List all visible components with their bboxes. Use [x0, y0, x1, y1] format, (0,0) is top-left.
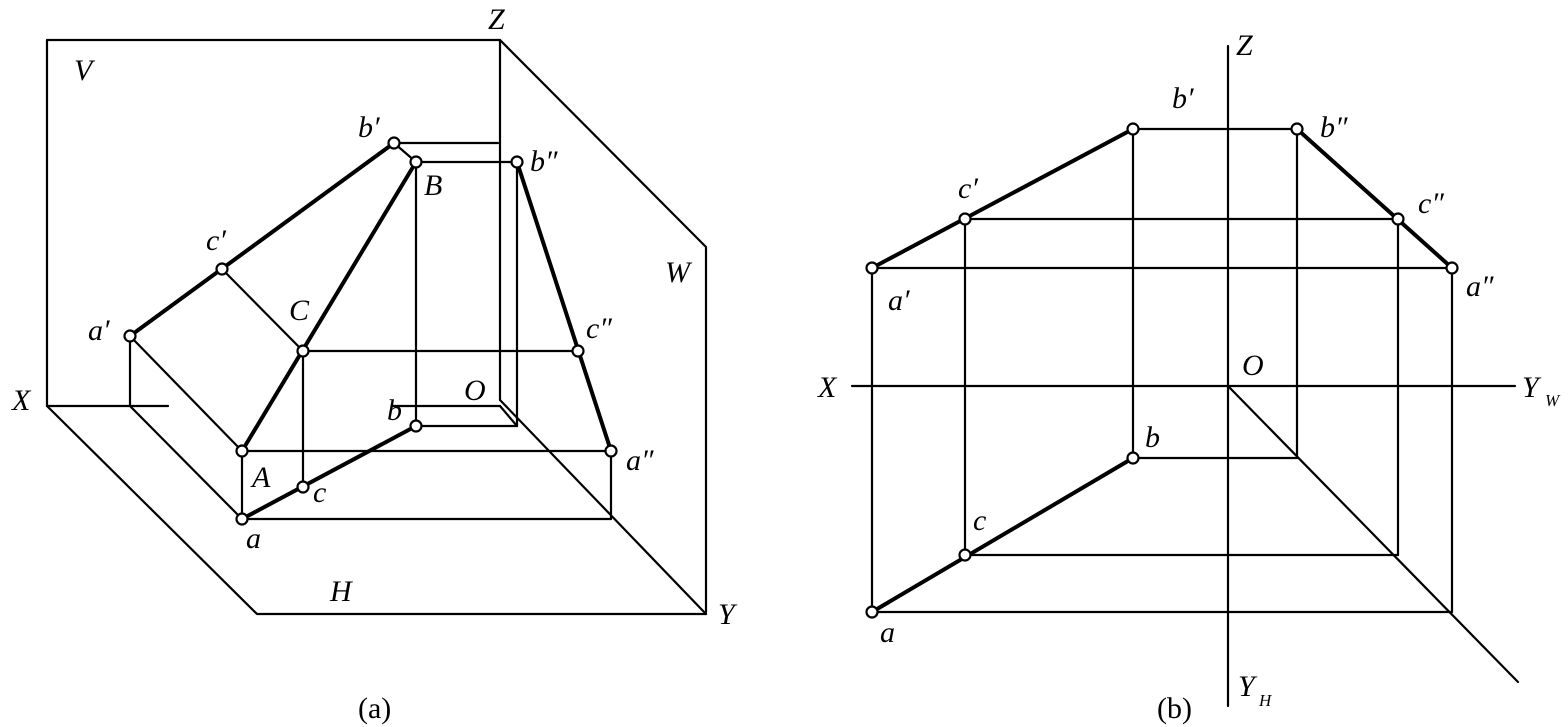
label-b-double-prime-a: b″ [530, 145, 558, 178]
label-a-double-prime-b: a″ [1466, 270, 1494, 303]
label-axis-z-a: Z [488, 3, 505, 36]
point-a-double-prime [604, 444, 618, 458]
label-origin-a: O [464, 374, 486, 407]
projection-lines-b [870, 127, 1454, 614]
label-b-b: b [1145, 421, 1160, 454]
segment-front-view [870, 127, 1135, 270]
v-plane-outline [45, 38, 502, 408]
label-a-prime-a: a′ [88, 314, 110, 347]
point-A [235, 444, 249, 458]
segment-lines-b [870, 127, 1454, 614]
projection-lines-a [128, 141, 613, 521]
point-c-b [958, 548, 972, 562]
segment-ab-side [515, 160, 613, 453]
label-plane-v: V [74, 54, 96, 87]
y-axis-line-a [498, 398, 708, 616]
label-axis-z-b: Z [1236, 29, 1253, 62]
label-a-a: a [246, 522, 261, 555]
point-c-prime-b [958, 212, 972, 226]
label-plane-w: W [665, 256, 693, 289]
points-a [123, 136, 618, 526]
point-b-b [1126, 451, 1140, 465]
point-a [235, 512, 249, 526]
w-plane-outline [498, 38, 708, 614]
point-b [409, 419, 423, 433]
label-c-a: c [313, 476, 326, 509]
label-c-b: c [973, 504, 986, 537]
label-c-double-prime-b: c″ [1418, 187, 1444, 220]
label-B-a: B [424, 169, 442, 202]
segment-side-view [1295, 127, 1454, 270]
h-plane-outline [45, 404, 708, 616]
segment-AB-space [240, 160, 418, 453]
label-b-a: b [387, 394, 402, 427]
svg-text:Y: Y [1238, 670, 1258, 703]
point-a-b [865, 605, 879, 619]
label-c-double-prime-a: c″ [586, 312, 612, 345]
point-b-double-prime [510, 155, 524, 169]
point-b-prime [387, 136, 401, 150]
label-plane-h: H [329, 575, 354, 608]
point-C [296, 344, 310, 358]
caption-a: (a) [358, 692, 391, 725]
point-c-double-prime [571, 344, 585, 358]
label-A-a: A [250, 461, 271, 494]
segment-lines-a [128, 141, 613, 521]
diagonal-45-line-b [1226, 384, 1520, 684]
point-c-prime [215, 262, 229, 276]
label-axis-yw-b: Y W [1522, 371, 1561, 410]
segment-top-view [870, 456, 1135, 614]
figure-b: Z b′ b″ c′ c″ a′ a″ O X Y W b c a Y H (b… [817, 29, 1561, 725]
figure-a: V Z W X H Y O b′ B b″ c′ a′ C c″ b A c a… [11, 3, 738, 725]
label-C-a: C [289, 294, 310, 327]
svg-text:W: W [1545, 391, 1561, 410]
label-b-double-prime-b: b″ [1320, 111, 1348, 144]
point-B [409, 155, 423, 169]
point-a-prime-b [865, 261, 879, 275]
caption-b: (b) [1157, 692, 1192, 725]
point-c [296, 480, 310, 494]
label-c-prime-a: c′ [206, 224, 226, 257]
segment-ab-front [128, 141, 396, 338]
segment-ab-top [240, 424, 418, 521]
point-a-double-prime-b [1445, 261, 1459, 275]
label-axis-yh-b: Y H [1238, 670, 1273, 710]
label-a-b: a [880, 616, 895, 649]
point-b-prime-b [1126, 122, 1140, 136]
points-b [865, 122, 1459, 619]
label-a-prime-b: a′ [888, 284, 910, 317]
label-origin-b: O [1242, 349, 1264, 382]
label-axis-x-a: X [11, 384, 32, 417]
point-c-double-prime-b [1391, 212, 1405, 226]
label-b-prime-a: b′ [358, 111, 380, 144]
label-axis-x-b: X [817, 371, 838, 404]
svg-text:H: H [1258, 691, 1273, 710]
label-a-double-prime-a: a″ [626, 444, 654, 477]
label-b-prime-b: b′ [1172, 82, 1194, 115]
point-a-prime [123, 329, 137, 343]
svg-text:Y: Y [1522, 371, 1542, 404]
label-c-prime-b: c′ [958, 172, 978, 205]
label-axis-y-a: Y [718, 598, 738, 631]
point-b-double-prime-b [1290, 122, 1304, 136]
